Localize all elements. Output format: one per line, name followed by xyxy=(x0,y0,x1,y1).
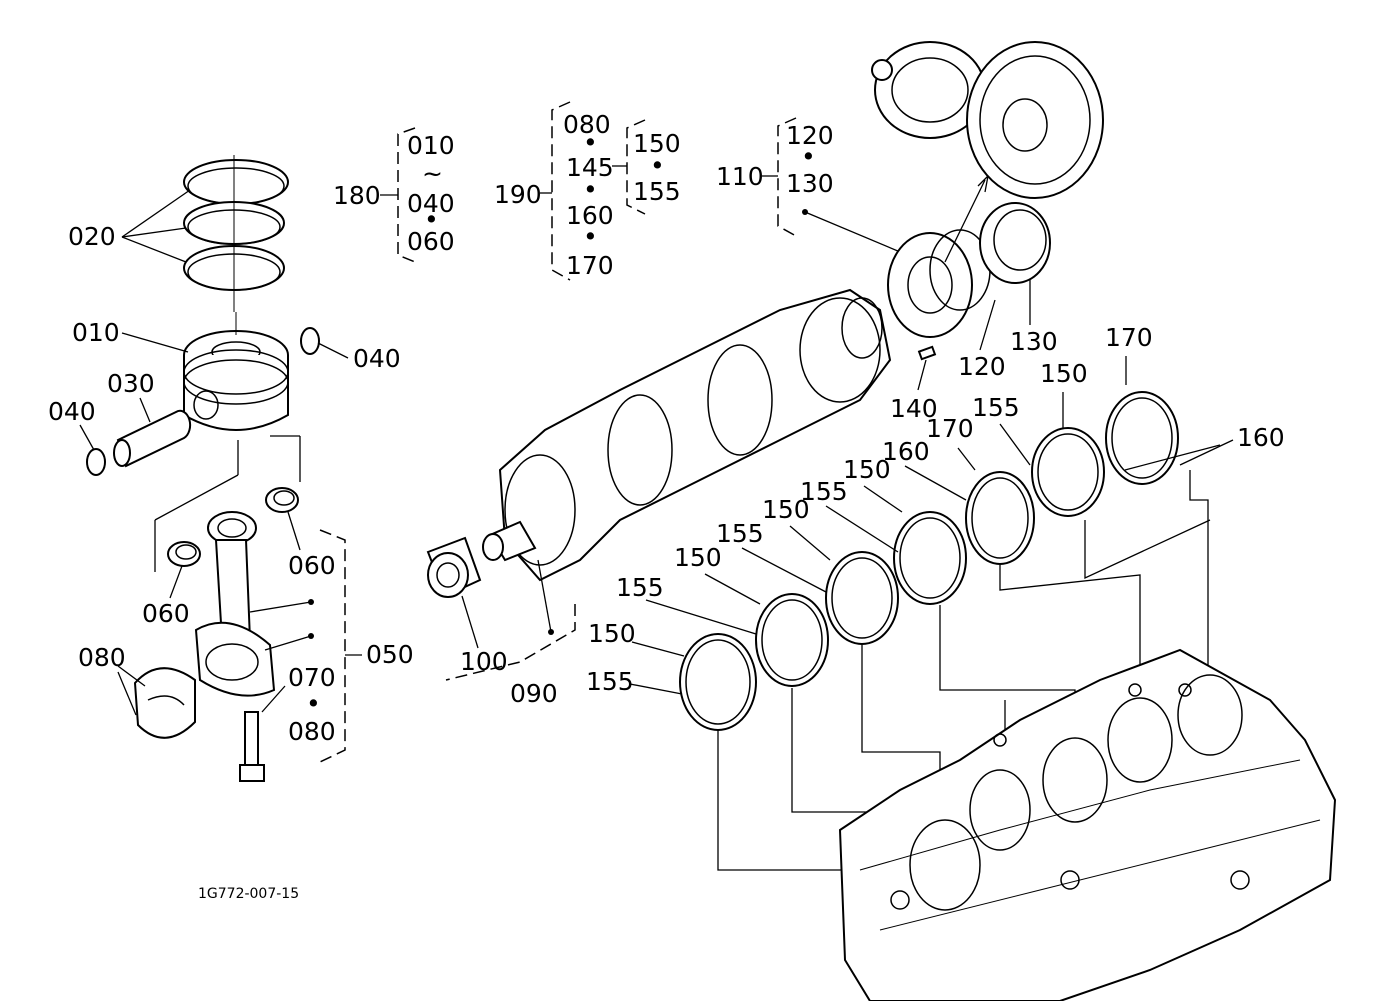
rod-cap-bearing: 080 xyxy=(78,643,196,739)
group-110-id: 110 xyxy=(716,162,764,191)
bearing-150-e: 150 xyxy=(588,619,757,731)
thrust-washer-170-a: 170 xyxy=(1105,323,1179,485)
callout-circlip-left: 040 xyxy=(48,397,96,426)
callout-crank-gear: 120 xyxy=(958,352,1006,381)
thrust-washer-170-b: 170 xyxy=(926,414,1035,565)
callout-brg-150-e: 150 xyxy=(588,619,636,648)
callout-thrust-150-a: 150 xyxy=(1040,359,1088,388)
piston-pin: 030 xyxy=(107,369,192,468)
callout-piston: 010 xyxy=(72,318,120,347)
callout-conrod-assy: 050 xyxy=(366,640,414,669)
group-190-sub-3: 155 xyxy=(633,177,681,206)
callout-brg-155-e: 155 xyxy=(616,573,664,602)
callout-gear-sleeve: 100 xyxy=(460,647,508,676)
bearing-155-e: 155 xyxy=(616,573,757,635)
callout-piston-pin: 030 xyxy=(107,369,155,398)
callout-brg-170-b: 170 xyxy=(926,414,974,443)
callout-circlip-right: 040 xyxy=(353,344,401,373)
gear-sleeve: 100 xyxy=(426,536,508,676)
group-190-item-7: 170 xyxy=(566,251,614,280)
group-180-item-4: • xyxy=(424,205,439,234)
crank-gear: 120 xyxy=(887,174,1006,381)
bearing-150-d: 150 xyxy=(674,543,829,687)
bearing-155-f: 155 xyxy=(586,667,683,696)
callout-brg-155-d: 155 xyxy=(716,519,764,548)
group-180-item-2: ~ xyxy=(422,159,443,188)
callout-crank-assy: 090 xyxy=(510,679,558,708)
bush-left: 060 xyxy=(142,541,201,628)
callout-bush-left: 060 xyxy=(142,599,190,628)
crank-key: 140 xyxy=(890,345,938,423)
callout-brg-155-b: 155 xyxy=(972,393,1020,422)
gear-bushing xyxy=(979,202,1051,284)
group-190-item-6: • xyxy=(583,222,598,251)
idler-gear xyxy=(871,41,1104,199)
bush-right: 060 xyxy=(265,487,336,580)
callout-brg-155-c: 155 xyxy=(800,477,848,506)
group-180-item-5: 060 xyxy=(407,227,455,256)
bearing-150-a: 150 xyxy=(1031,359,1105,517)
connecting-rod: 070 • 080 050 xyxy=(194,511,414,782)
callout-thrust-160-a: 160 xyxy=(1237,423,1285,452)
group-110-item-2: • xyxy=(801,142,816,171)
bearing-155-c: 155 xyxy=(800,477,899,553)
callout-rod-cap-bearing: 080 xyxy=(78,643,126,672)
crankshaft: 090 xyxy=(445,288,892,708)
group-190-item-3: 145 xyxy=(566,153,614,182)
drawing-code: 1G772-007-15 xyxy=(198,886,299,902)
bearing-155-d: 155 xyxy=(716,519,827,593)
callout-bush-right: 060 xyxy=(288,551,336,580)
group-190-id: 190 xyxy=(494,180,542,209)
callout-key: 140 xyxy=(890,394,938,423)
callout-rod-bolt: 070 xyxy=(288,663,336,692)
group-190-item-1: 080 xyxy=(563,110,611,139)
callout-piston-rings: 020 xyxy=(68,222,116,251)
group-180-id: 180 xyxy=(333,181,381,210)
bearing-155-b: 155 xyxy=(972,393,1031,466)
group-180: 180 010 ~ 040 • 060 xyxy=(333,127,455,263)
circlip-right: 040 xyxy=(300,327,401,373)
group-110-item-3: 130 xyxy=(786,169,834,198)
callout-thrust-170-a: 170 xyxy=(1105,323,1153,352)
group-180-item-1: 010 xyxy=(407,131,455,160)
callout-gear-key: 130 xyxy=(1010,327,1058,356)
group-190-item-5: 160 xyxy=(566,201,614,230)
group-110-item-1: 120 xyxy=(786,121,834,150)
group-190-sub-1: 150 xyxy=(633,129,681,158)
callout-brg-160-b: 160 xyxy=(882,437,930,466)
piston: 010 xyxy=(72,312,301,572)
dot-bullet: • xyxy=(306,689,321,718)
group-180-item-3: 040 xyxy=(407,189,455,218)
callout-brg-150-c: 150 xyxy=(762,495,810,524)
group-190-item-2: • xyxy=(583,128,598,157)
cylinder-block xyxy=(838,648,1337,1001)
callout-brg-155-f: 155 xyxy=(586,667,634,696)
group-110: 110 120 • 130 xyxy=(716,117,906,255)
callout-brg-150-b: 150 xyxy=(843,455,891,484)
piston-rings: 020 xyxy=(68,155,289,312)
bearing-150-b: 150 xyxy=(843,455,967,605)
group-190-item-4: • xyxy=(583,175,598,204)
callout-brg-150-d: 150 xyxy=(674,543,722,572)
callout-rod-bearing-2: 080 xyxy=(288,717,336,746)
thrust-160-a: 160 xyxy=(1179,423,1285,466)
bearing-160-b: 160 xyxy=(882,437,967,501)
bearing-150-c: 150 xyxy=(762,495,899,645)
circlip-left: 040 xyxy=(48,397,106,476)
group-190: 190 080 • 145 • 160 • 170 150 • 155 xyxy=(494,101,681,281)
group-190-sub-2: • xyxy=(650,151,665,180)
